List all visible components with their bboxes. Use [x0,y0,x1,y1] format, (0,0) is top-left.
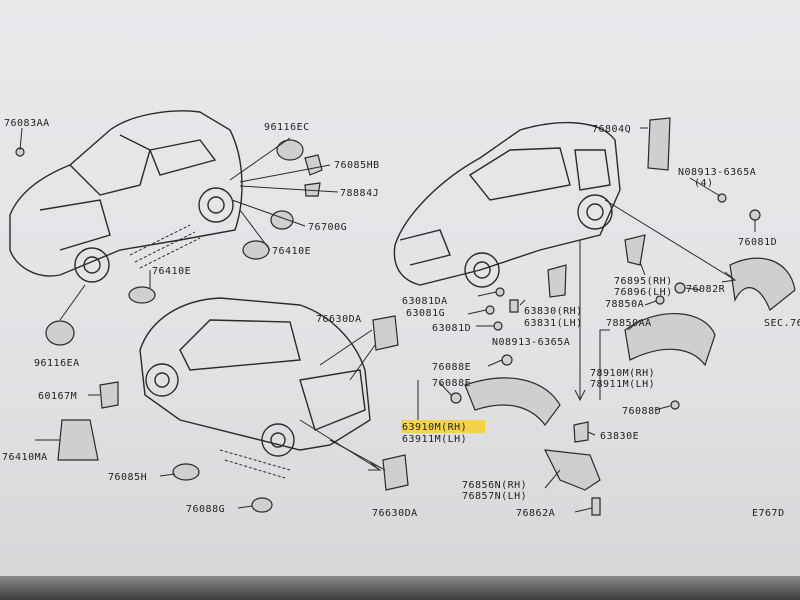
label-96116ec: 96116EC [264,122,310,133]
clip-63081da [495,287,505,297]
car-right [393,121,621,288]
car-mid-left [139,297,371,479]
label-76857n: 76857N(LH) [462,491,527,502]
label-76700g: 76700G [308,222,347,233]
clip-63830-small [509,299,519,313]
clip-63081g [485,305,495,315]
label-60167m: 60167M [38,391,77,402]
label-76088e-b: 76088E [432,378,471,389]
monitor-edge [0,576,800,600]
clip-76088d [670,400,680,410]
label-76630da-a: 76630DA [316,314,362,325]
label-76630da-b: 76630DA [372,508,418,519]
label-e767d: E767D [752,508,785,519]
cap-96116ea [45,320,75,346]
label-63081g: 63081G [406,308,445,319]
bracket-76804q [647,117,671,171]
label-63830e: 63830E [600,431,639,442]
bracket-63830 [547,264,567,298]
label-76410ma: 76410MA [2,452,48,463]
plug-76410e-b [128,286,156,304]
clip-78884j [304,182,321,197]
label-qty-4: (4) [694,178,714,189]
plug-76410e-a [242,240,270,260]
label-63830: 63830(RH) [524,306,583,317]
label-76856n: 76856N(RH) [462,480,527,491]
label-63911m: 63911M(LH) [402,434,467,445]
clip-63830e [573,421,589,443]
label-76804q: 76804Q [592,124,631,135]
liner-78910m [624,312,716,367]
screw-76862a [591,497,601,516]
liner-63910m [464,377,561,426]
label-78910m: 78910M(RH) [590,368,655,379]
cap-96116ec [276,139,304,161]
clip-76081d [749,209,761,221]
label-76085h: 76085H [108,472,147,483]
label-08913-6365a-a: N08913-6365A [678,167,756,178]
label-highlight [401,420,485,433]
label-63081da: 63081DA [402,296,448,307]
label-76085hb: 76085HB [334,160,380,171]
pad-76630da-a [372,315,399,351]
label-76088e-a: 76088E [432,362,471,373]
label-78850a: 78850A [605,299,644,310]
label-76082r: 76082R [686,284,726,295]
label-76088d: 76088D [622,406,661,417]
liner-sec76 [729,257,796,311]
pad-76410ma [57,419,99,461]
mudguard-76895 [624,234,646,266]
pad-76630da-b [382,454,409,491]
label-78850aa: 78850AA [606,318,652,329]
clip-63081d [493,321,503,331]
pad-60167m [99,381,119,409]
plug-76700g [270,210,294,230]
part-labels: 76083AA 96116EC 76085HB 78884J 76700G 76… [2,118,800,519]
label-63081d: 63081D [432,323,471,334]
label-08913-6365a-b: N08913-6365A [492,337,570,348]
clip-76088e-a [501,354,513,366]
clip-78850a [655,295,665,305]
plug-76085h [172,463,200,481]
clip-76088e-b [450,392,462,404]
label-63831: 63831(LH) [524,318,583,329]
label-78911m: 78911M(LH) [590,379,655,390]
label-76895: 76895(RH) [614,276,673,287]
label-96116ea: 96116EA [34,358,80,369]
label-63910m: 63910M(RH) [402,422,467,433]
label-76862a: 76862A [516,508,555,519]
label-76088g: 76088G [186,504,225,515]
label-76410e-a: 76410E [272,246,311,257]
label-76081d: 76081D [738,237,777,248]
clip-76085hb [304,154,323,176]
label-78884j: 78884J [340,188,379,199]
mudflap-76856n [543,449,601,491]
parts [15,117,796,516]
clip-76082r [674,282,686,294]
label-sec76: SEC.76 [764,318,800,329]
leader-lines [19,127,756,513]
label-76410e-b: 76410E [152,266,191,277]
car-top-left [9,110,243,283]
plug-76088g [251,497,273,513]
label-76083aa: 76083AA [4,118,50,129]
label-76896: 76896(LH) [614,287,673,298]
